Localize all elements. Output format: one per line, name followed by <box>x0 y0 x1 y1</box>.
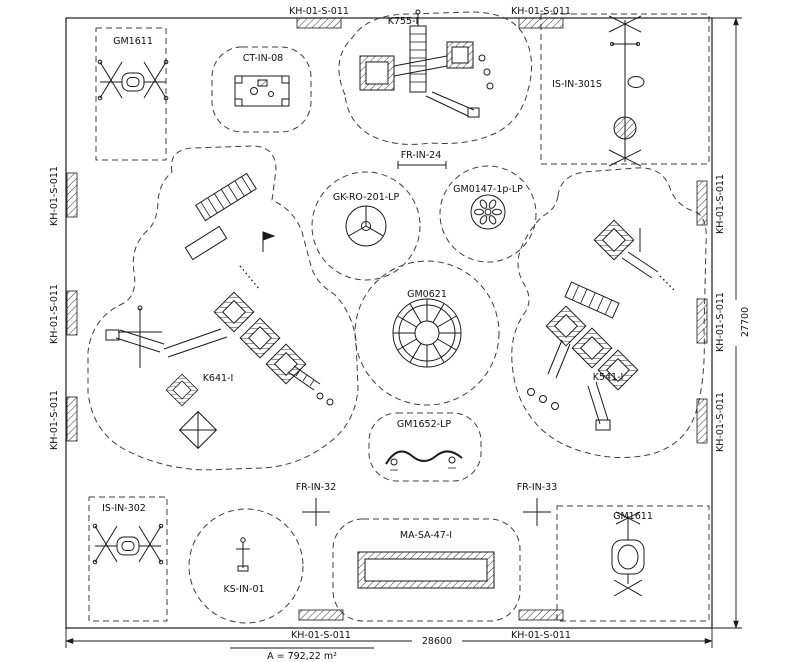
label-gm1652-lp: GM1652-LP <box>397 419 451 430</box>
zone-gm0147 <box>439 165 537 263</box>
zone-gk-ro-201 <box>311 171 421 281</box>
bench-bottom-left <box>298 609 344 621</box>
label-k541: K541-I <box>593 372 624 383</box>
label-kh-right-3: KH-01-S-011 <box>715 392 726 452</box>
equipment-gm1652-lp <box>385 450 463 471</box>
equipment-gm1611-bottom-right <box>611 511 645 597</box>
zone-gm1652 <box>368 412 482 482</box>
label-is-in-302: IS-IN-302 <box>102 503 146 514</box>
equipment-is-in-301s <box>608 15 645 167</box>
label-ct-in-08: CT-IN-08 <box>243 53 283 64</box>
zone-k641 <box>87 145 359 471</box>
label-kh-top-right: KH-01-S-011 <box>511 6 571 17</box>
label-kh-left-2: KH-01-S-011 <box>49 284 60 344</box>
label-is-in-301s: IS-IN-301S <box>552 79 602 90</box>
label-kh-bottom-right: KH-01-S-011 <box>511 630 571 641</box>
label-kh-top-left: KH-01-S-011 <box>289 6 349 17</box>
zone-gm1611-bottom-right <box>556 505 710 622</box>
label-kh-bottom-left: KH-01-S-011 <box>291 630 351 641</box>
label-kh-right-2: KH-01-S-011 <box>715 292 726 352</box>
bench-top-right <box>518 17 564 29</box>
equipment-gk-ro-201-lp <box>345 205 387 247</box>
site-boundary <box>65 17 713 629</box>
labels: KH-01-S-011 KH-01-S-011 K755-I GM1611 CT… <box>49 6 751 662</box>
benches <box>66 17 708 621</box>
equipment-fr-in-32-marker <box>302 498 330 526</box>
label-ma-sa-47: MA-SA-47-I <box>400 530 452 541</box>
zone-ma-sa-47 <box>332 518 521 622</box>
area-value: A = 792,22 m² <box>267 651 337 662</box>
bench-top-left <box>296 17 342 29</box>
equipment-k541 <box>527 219 675 431</box>
bench-left-2 <box>66 290 78 336</box>
zone-k541 <box>511 167 707 459</box>
equipment-gm0621 <box>392 298 462 368</box>
label-fr-in-24: FR-IN-24 <box>401 150 442 161</box>
label-gm1611-top-left: GM1611 <box>113 36 153 47</box>
equipment-gm1611-top-left <box>97 59 169 101</box>
label-gm0621: GM0621 <box>407 289 447 300</box>
label-fr-in-33: FR-IN-33 <box>517 482 558 493</box>
bench-left-1 <box>66 172 78 218</box>
bench-right-1 <box>696 180 708 226</box>
label-fr-in-32: FR-IN-32 <box>296 482 337 493</box>
label-kh-left-1: KH-01-S-011 <box>49 166 60 226</box>
dim-height-value: 27700 <box>740 307 751 337</box>
equipment-fr-in-33-marker <box>523 498 551 526</box>
equipment-ma-sa-47 <box>357 551 495 589</box>
label-gm0147-1p-lp: GM0147-1p-LP <box>453 184 523 195</box>
equipment-ct-in-08 <box>234 75 290 107</box>
label-gk-ro-201-lp: GK-RO-201-LP <box>333 192 400 203</box>
equipment-k755 <box>359 9 494 118</box>
bench-right-3 <box>696 398 708 444</box>
zone-ks-in-01 <box>188 508 304 624</box>
label-k755: K755-I <box>388 16 419 27</box>
label-ks-in-01: KS-IN-01 <box>223 584 264 595</box>
label-kh-right-1: KH-01-S-011 <box>715 174 726 234</box>
dimension-lines <box>65 17 742 649</box>
equipment-fr-in-24-marker <box>397 161 447 169</box>
label-kh-left-3: KH-01-S-011 <box>49 390 60 450</box>
bench-left-3 <box>66 396 78 442</box>
zone-k755 <box>338 11 532 145</box>
equipment-k641 <box>105 172 334 450</box>
equipment-ks-in-01 <box>236 537 250 572</box>
zone-is-in-302 <box>88 496 168 622</box>
equipment-is-in-302 <box>92 523 164 565</box>
zone-gm0621 <box>354 260 500 406</box>
equipment-gm0147-1p-lp <box>470 194 506 230</box>
label-k641: K641-I <box>203 373 234 384</box>
zone-gm1611-top-left <box>95 27 167 161</box>
bench-right-2 <box>696 298 708 344</box>
bench-bottom-right <box>518 609 564 621</box>
dim-width-value: 28600 <box>422 636 452 647</box>
label-gm1611-bottom-right: GM1611 <box>613 511 653 522</box>
zone-is-in-301s <box>540 13 710 165</box>
safety-zones <box>87 11 710 624</box>
